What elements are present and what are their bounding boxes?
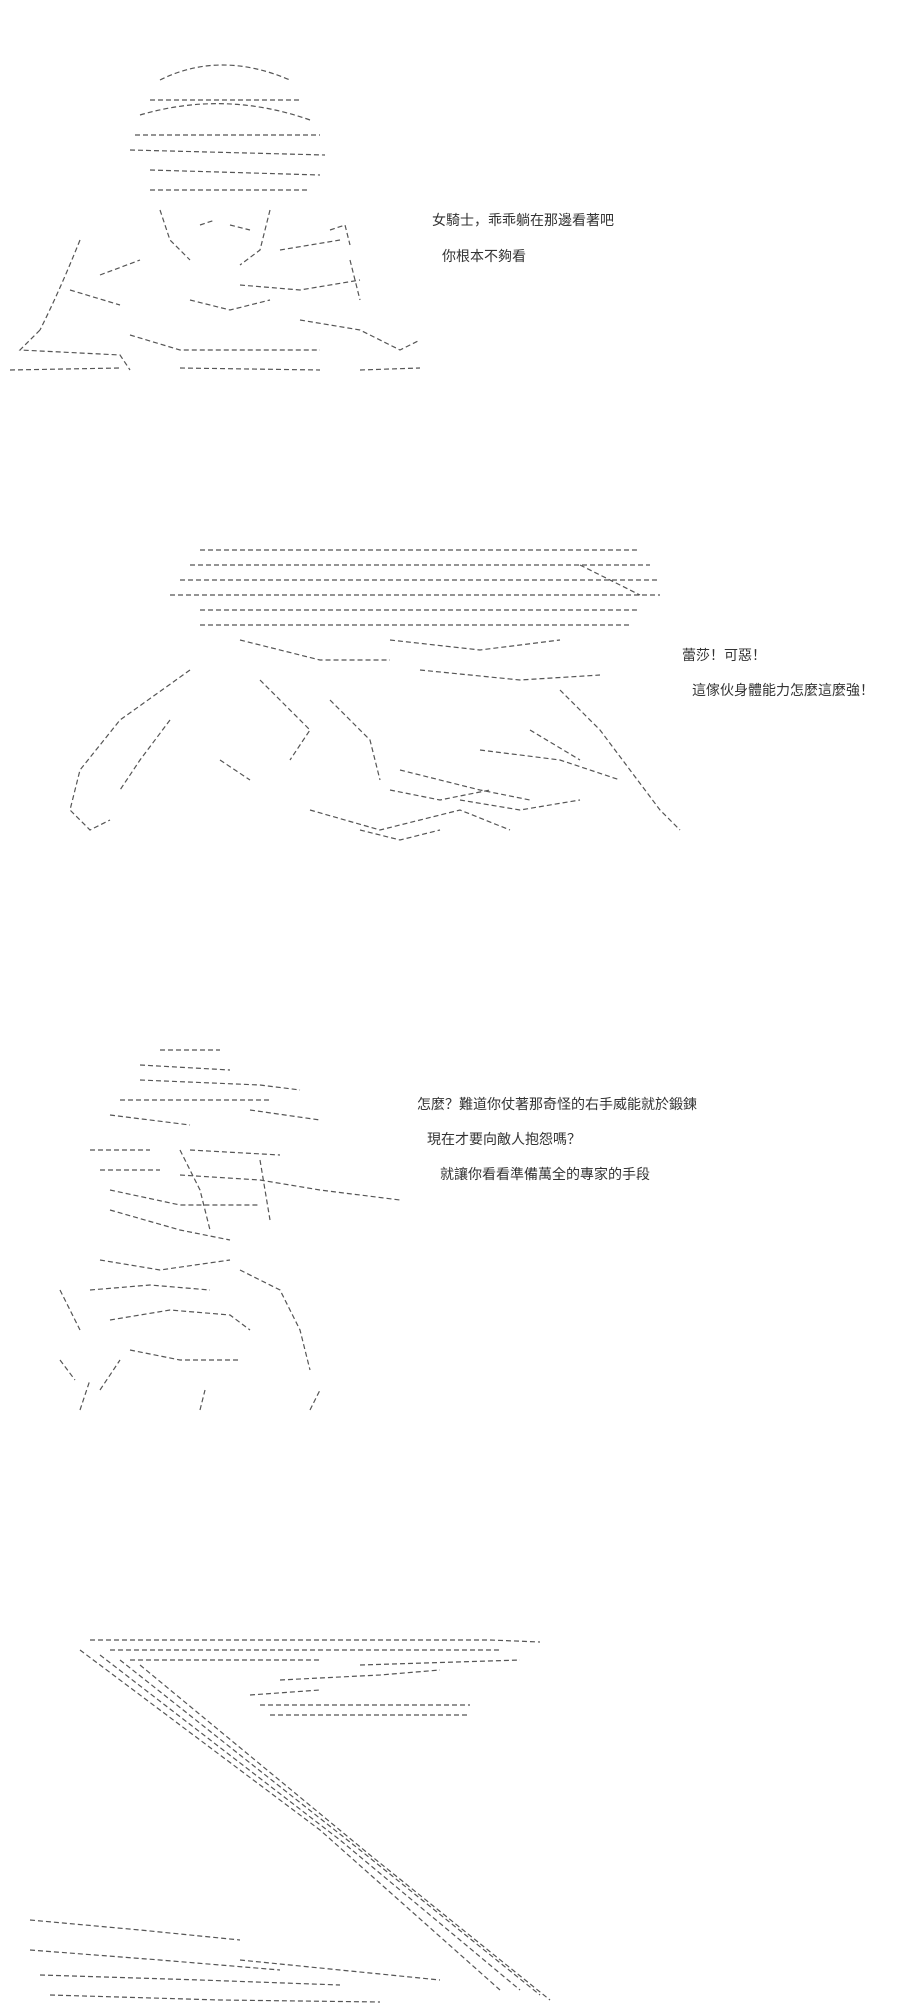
dialogue-line: 怎麼？難道你仗著那奇怪的右手威能就於鍛鍊 (417, 1097, 697, 1113)
panel-1: 女騎士，乖乖躺在那邊看著吧 你根本不夠看 (0, 0, 909, 371)
panel-2: 蕾莎！可惡！ 這傢伙身體能力怎麼這麼強！ (0, 520, 909, 860)
dialogue-line: 這傢伙身體能力怎麼這麼強！ (692, 683, 874, 699)
dialogue-line: 現在才要向敵人抱怨嗎？ (427, 1132, 581, 1148)
armored-figure-ascii-art (59, 1049, 401, 1411)
dialogue-line: 女騎士，乖乖躺在那邊看著吧 (432, 213, 614, 229)
dialogue-line: 就讓你看看準備萬全的專家的手段 (440, 1167, 650, 1183)
dialogue-line: 你根本不夠看 (442, 249, 526, 265)
dialogue-line: 蕾莎！可惡！ (682, 648, 766, 664)
resting-figure-ascii-art (9, 64, 421, 371)
speed-lines-ascii-art (29, 1639, 551, 2003)
charging-figure-ascii-art (69, 549, 681, 841)
panel-4 (0, 1620, 909, 2003)
panel-3: 怎麼？難道你仗著那奇怪的右手威能就於鍛鍊 現在才要向敵人抱怨嗎？ 就讓你看看準備… (0, 1030, 909, 1430)
